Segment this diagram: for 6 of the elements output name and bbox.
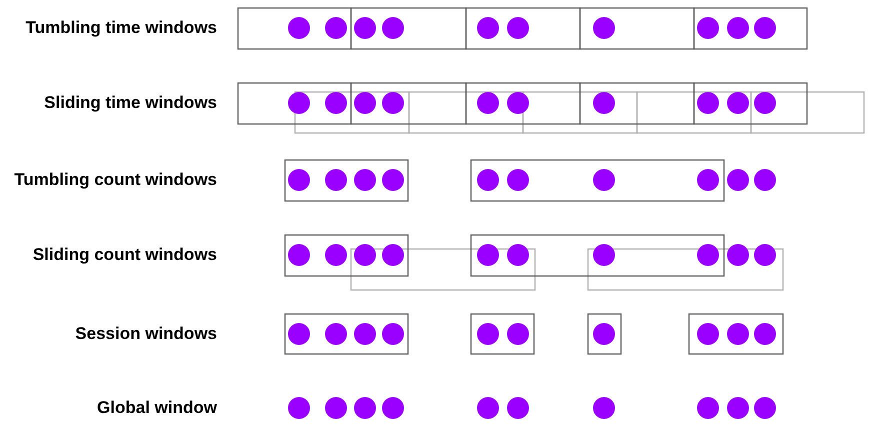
row-label: Tumbling time windows bbox=[26, 18, 217, 38]
row-label: Sliding time windows bbox=[44, 93, 217, 113]
row-label: Sliding count windows bbox=[32, 245, 217, 265]
row-label: Session windows bbox=[75, 324, 217, 344]
row-label: Tumbling count windows bbox=[14, 170, 217, 190]
row-label: Global window bbox=[97, 398, 217, 418]
